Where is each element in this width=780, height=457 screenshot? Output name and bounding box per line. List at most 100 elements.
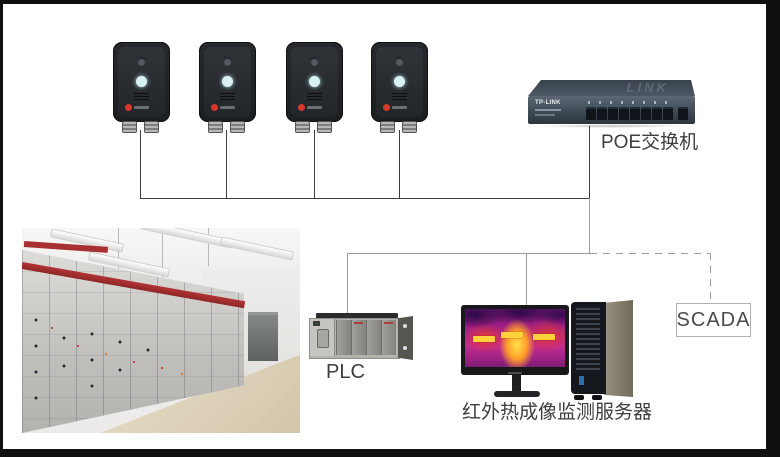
sensor-speaker-grille: [220, 93, 235, 101]
monitor-stand: [512, 375, 521, 392]
drop-line-sensor-3: [314, 130, 315, 198]
sensor-led-indicator: [394, 76, 405, 87]
poe-switch-label: POE交换机: [601, 132, 699, 153]
sensor-connector: [402, 121, 417, 133]
sensor-connector: [122, 121, 137, 133]
scada-node: SCADA: [676, 303, 751, 337]
switch-model-text: [535, 109, 561, 111]
sensor-body: [371, 42, 428, 122]
sensor-brand-logo-icon: [383, 104, 390, 111]
plc-io-card: [381, 320, 396, 355]
switch-embossed-brand: LINK: [626, 80, 669, 95]
server-power-badge: [579, 376, 584, 385]
bracket-hole: [403, 324, 407, 328]
sensor-led-indicator: [222, 76, 233, 87]
switch-drop-line: [589, 126, 590, 198]
thermal-sensor-4: [371, 42, 428, 133]
sensor-brand-logo-icon: [211, 104, 218, 111]
drop-line-sensor-2: [226, 130, 227, 198]
switch-led-row: [588, 101, 676, 104]
sensor-brand-text: [392, 106, 407, 109]
ethernet-port: [663, 107, 673, 120]
sensor-speaker-grille: [307, 93, 322, 101]
plc-io-card: [366, 320, 381, 355]
ethernet-port: [641, 107, 651, 120]
sensor-speaker-grille: [392, 93, 407, 101]
switch-model-text: [535, 114, 555, 116]
drop-line-sensor-1: [140, 130, 141, 198]
plc-status-display: [313, 321, 320, 326]
thermal-image-screen: [465, 309, 565, 367]
sensor-brand-logo-icon: [298, 104, 305, 111]
sensor-connector: [380, 121, 395, 133]
plc-label: PLC: [326, 361, 365, 383]
plc-mounting-bracket: [398, 316, 413, 360]
sensor-brand-text: [220, 106, 235, 109]
temperature-overlay-chip: [533, 334, 555, 340]
monitor-brand-mark: [508, 372, 522, 374]
sensor-connector: [295, 121, 310, 133]
sensor-lens-icon: [137, 57, 146, 66]
sensor-connector: [230, 121, 245, 133]
scada-label: SCADA: [676, 308, 751, 331]
switch-brand-label: TP-LINK: [535, 100, 561, 106]
sensor-body: [113, 42, 170, 122]
lower-bus-line: [347, 253, 590, 254]
ethernet-port: [630, 107, 640, 120]
plc-drop-line: [347, 253, 348, 315]
server-tower-side: [604, 300, 633, 397]
poe-switch: TP-LINK: [528, 96, 695, 124]
uplink-port: [678, 107, 688, 120]
sensor-lens-icon: [395, 57, 404, 66]
plc-cpu-module: [310, 319, 335, 356]
scada-dashed-line-vertical: [710, 253, 711, 303]
sensor-led-indicator: [309, 76, 320, 87]
sensor-connector: [208, 121, 223, 133]
thermal-sensor-1: [113, 42, 170, 133]
server-foot: [574, 395, 584, 400]
plc-io-card: [336, 320, 351, 355]
temperature-overlay-chip: [473, 336, 495, 342]
sensor-body: [286, 42, 343, 122]
ethernet-port: [652, 107, 662, 120]
sensor-led-indicator: [136, 76, 147, 87]
thermal-sensor-2: [199, 42, 256, 133]
sensor-brand-logo-icon: [125, 104, 132, 111]
sensor-brand-text: [307, 106, 322, 109]
ethernet-port: [597, 107, 607, 120]
photo-end-cabinet: [248, 312, 278, 361]
ethernet-port: [608, 107, 618, 120]
sensor-body: [199, 42, 256, 122]
sensor-bus-line: [140, 198, 590, 199]
monitor: [461, 305, 569, 375]
plc-unit: [309, 318, 400, 359]
poe-switch-top: LINK: [528, 80, 695, 96]
server-vent-slats: [576, 308, 600, 370]
sensor-speaker-grille: [134, 93, 149, 101]
ethernet-port: [619, 107, 629, 120]
switch-shadow: [534, 124, 689, 128]
bracket-hole: [403, 346, 407, 350]
plc-io-card: [351, 320, 366, 355]
sensor-connector: [144, 121, 159, 133]
temperature-overlay-chip: [501, 332, 523, 338]
server-drop-line: [526, 253, 527, 305]
photo-ceiling-rod: [162, 228, 163, 280]
plc-serial-port: [317, 329, 329, 348]
monitoring-server-label: 红外热成像监测服务器: [462, 402, 653, 423]
sensor-brand-text: [134, 106, 149, 109]
drop-line-sensor-4: [399, 130, 400, 198]
sensor-connector: [317, 121, 332, 133]
monitor-base: [494, 391, 540, 397]
switchgear-room-photo: [22, 228, 300, 433]
switch-to-bus-line: [589, 198, 590, 253]
ethernet-port: [586, 107, 596, 120]
scada-dashed-line-horizontal: [590, 253, 711, 254]
sensor-lens-icon: [223, 57, 232, 66]
plc-card-label: [384, 322, 393, 324]
plc-card-label: [354, 322, 363, 324]
thermal-sensor-3: [286, 42, 343, 133]
photo-ceiling-rod: [208, 228, 209, 274]
plc-top-rail: [316, 313, 398, 319]
sensor-lens-icon: [310, 57, 319, 66]
